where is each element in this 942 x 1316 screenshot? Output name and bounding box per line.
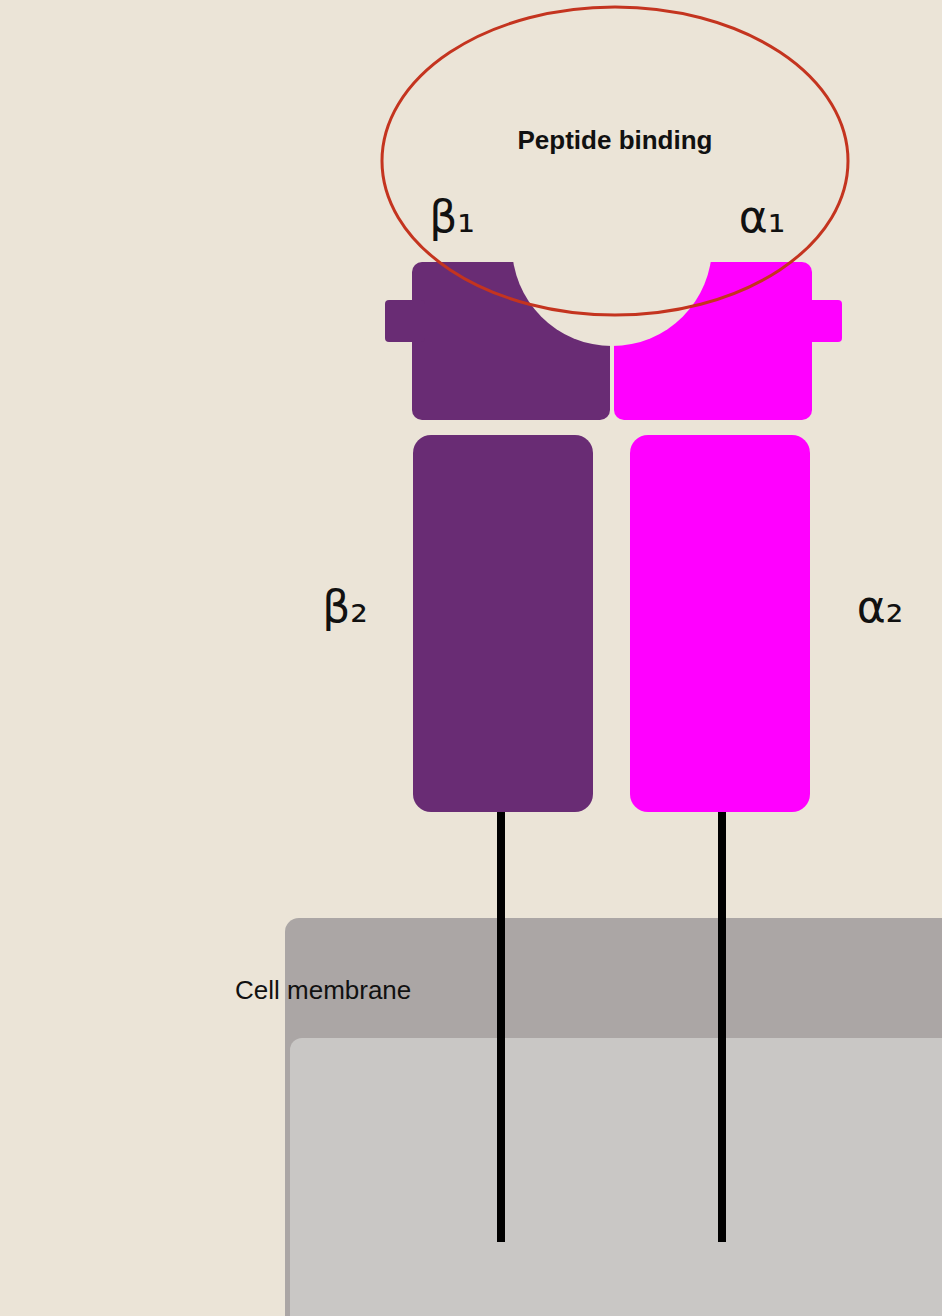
region-label: Peptide binding: [518, 125, 713, 156]
beta1-tab: [385, 300, 425, 342]
beta1-domain: [412, 262, 610, 420]
beta-stalk: [497, 800, 505, 1242]
domain-box: α₂: [630, 435, 810, 812]
ellipse-outline-path: [382, 7, 848, 315]
domain-label: α₂: [857, 585, 904, 629]
peptide-domains: [385, 262, 842, 420]
domain-label: α₁: [739, 195, 786, 239]
alpha1-tab: [800, 300, 842, 342]
domain-box: β₂: [413, 435, 593, 812]
binding-ellipse: Peptide binding β₁ α₁: [380, 5, 850, 317]
alpha-stalk: [718, 800, 726, 1242]
domain-label: β₁: [429, 195, 475, 239]
ellipse-outline: [380, 5, 850, 317]
membrane-inner: [290, 1038, 942, 1316]
membrane-label: Cell membrane: [235, 975, 411, 1006]
domain-label: β₂: [322, 585, 368, 629]
alpha1-domain: [614, 262, 812, 420]
